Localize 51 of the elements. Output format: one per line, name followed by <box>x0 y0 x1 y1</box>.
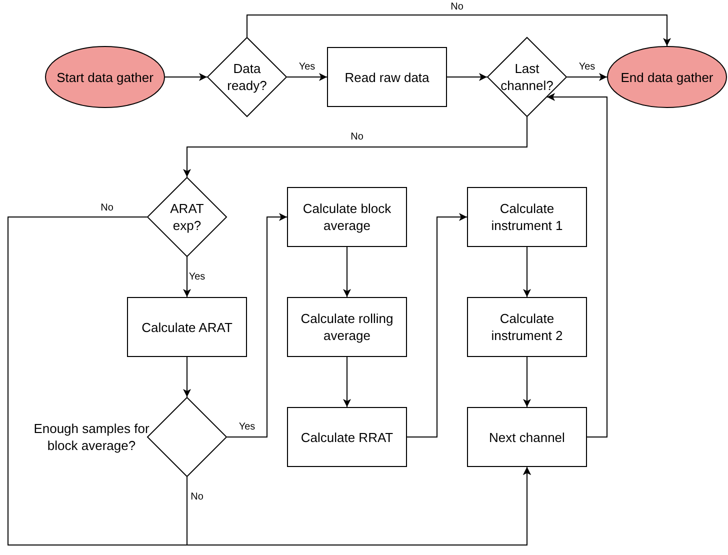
decision-diamond <box>147 177 227 257</box>
arrow <box>406 213 468 438</box>
arrow <box>183 356 191 398</box>
node-label: Read raw data <box>344 68 430 86</box>
node-label: Calculate ARAT <box>142 318 232 336</box>
node-label: Start data gather <box>56 68 154 86</box>
arrow <box>164 73 208 81</box>
arrow <box>186 466 531 546</box>
edge-label: Yes <box>578 62 596 72</box>
node-label: Calculate RRAT <box>300 428 394 446</box>
edge-label: No <box>350 132 364 142</box>
node-label: Calculate instrument 1 <box>490 200 564 234</box>
arrow <box>343 356 351 408</box>
arrow <box>343 246 351 298</box>
edge-label: Yes <box>238 422 256 432</box>
node-label: Last channel? <box>500 60 554 94</box>
process-box <box>287 187 407 247</box>
arrow <box>246 14 671 46</box>
arrow <box>523 356 531 408</box>
node-label: Data ready? <box>226 60 268 94</box>
terminal-ellipse <box>607 46 727 108</box>
node-label: Next channel <box>489 428 565 446</box>
process-box <box>287 407 407 467</box>
edge-label: No <box>190 492 204 502</box>
decision-diamond <box>487 37 567 117</box>
edge-label: No <box>100 202 114 214</box>
process-box <box>327 47 447 107</box>
terminal-ellipse <box>45 46 165 108</box>
edge-label: No <box>450 2 464 12</box>
arrow <box>286 73 328 81</box>
node-label: Calculate instrument 2 <box>490 310 564 344</box>
node-label: End data gather <box>620 68 714 86</box>
decision-label: Enough samples for block average? <box>32 420 150 454</box>
node-label: Calculate rolling average <box>300 310 394 344</box>
arrow <box>183 116 528 178</box>
process-box <box>467 187 587 247</box>
arrow <box>183 256 191 298</box>
node-label: ARAT exp? <box>169 200 205 234</box>
process-box <box>127 297 247 357</box>
arrow <box>226 213 288 438</box>
arrow <box>546 93 608 438</box>
arrow <box>566 73 608 81</box>
arrow <box>446 73 488 81</box>
process-box <box>467 407 587 467</box>
decision-diamond <box>207 37 287 117</box>
process-box <box>467 297 587 357</box>
arrow <box>523 246 531 298</box>
process-box <box>287 297 407 357</box>
edge-label: Yes <box>298 62 316 72</box>
edge-label: Yes <box>188 272 206 282</box>
node-label: Calculate block average <box>302 200 392 234</box>
